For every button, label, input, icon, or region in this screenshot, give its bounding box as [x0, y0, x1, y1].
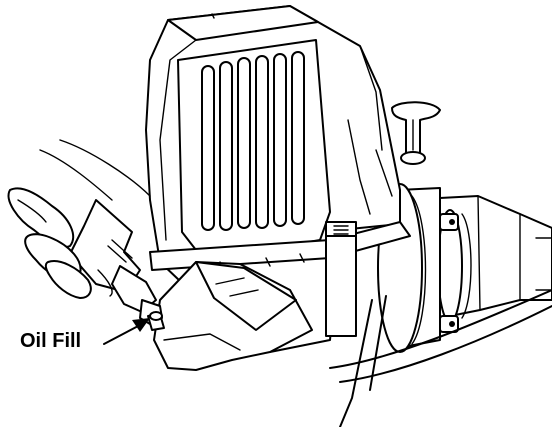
fuel-tank [153, 261, 313, 371]
oil-fill-label: Oil Fill [20, 330, 82, 352]
air-filter-cover [177, 39, 331, 253]
mounting-bracket [149, 221, 411, 337]
starter-handle [391, 101, 441, 165]
lower-guard [329, 289, 552, 427]
oil-fill-pointer [103, 318, 150, 345]
hand-with-oil-bottle [7, 139, 165, 331]
